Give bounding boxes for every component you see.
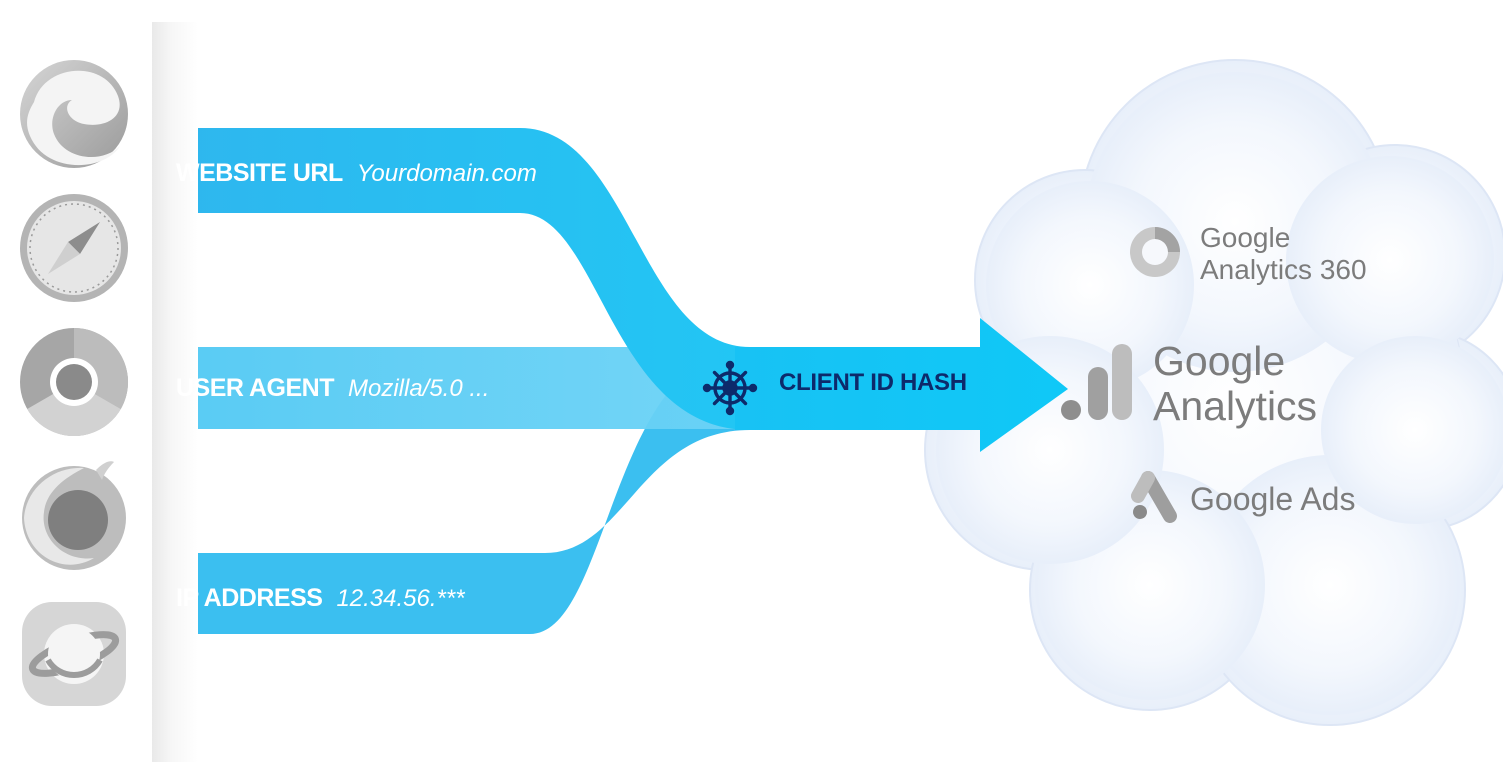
safari-icon (20, 194, 128, 302)
cloud-shape (924, 59, 1503, 726)
flow-user-agent-text: USER AGENT Mozilla/5.0 ... (176, 374, 489, 403)
flow-website-url-text: WEBSITE URL Yourdomain.com (176, 159, 537, 188)
samsung-internet-icon (22, 602, 126, 706)
flow-ip-address-value: 12.34.56.*** (336, 585, 465, 612)
chrome-icon (20, 328, 129, 437)
analytics-360-line2: Analytics 360 (1200, 254, 1367, 285)
analytics-line2: Analytics (1153, 383, 1318, 429)
analytics-logo-icon (1061, 344, 1132, 420)
firefox-icon (22, 461, 126, 570)
analytics-brand: Google Analytics (1153, 339, 1317, 429)
flow-ip-address-label: IP ADDRESS (176, 584, 323, 612)
edge-icon (20, 60, 128, 168)
merge-arrow (735, 318, 1068, 452)
flow-ip-address-text: IP ADDRESS 12.34.56.*** (176, 584, 465, 613)
flow-website-url-value: Yourdomain.com (356, 160, 537, 187)
analytics-360-line1: Google (1200, 222, 1291, 253)
flow-website-url (152, 128, 750, 430)
flow-website-url-label: WEBSITE URL (176, 159, 343, 187)
analytics-360-logo-icon (1130, 227, 1180, 277)
analytics-line1: Google (1153, 338, 1286, 384)
ads-brand: Google Ads (1190, 481, 1356, 517)
browser-column-shadow (152, 22, 198, 762)
analytics-360-brand: Google Analytics 360 (1200, 222, 1367, 286)
flow-user-agent-label: USER AGENT (176, 374, 334, 402)
ship-wheel-icon (702, 360, 758, 416)
flow-user-agent-value: Mozilla/5.0 ... (347, 375, 490, 402)
client-id-hash-label: CLIENT ID HASH (779, 369, 967, 396)
ads-logo-icon (1131, 471, 1177, 523)
